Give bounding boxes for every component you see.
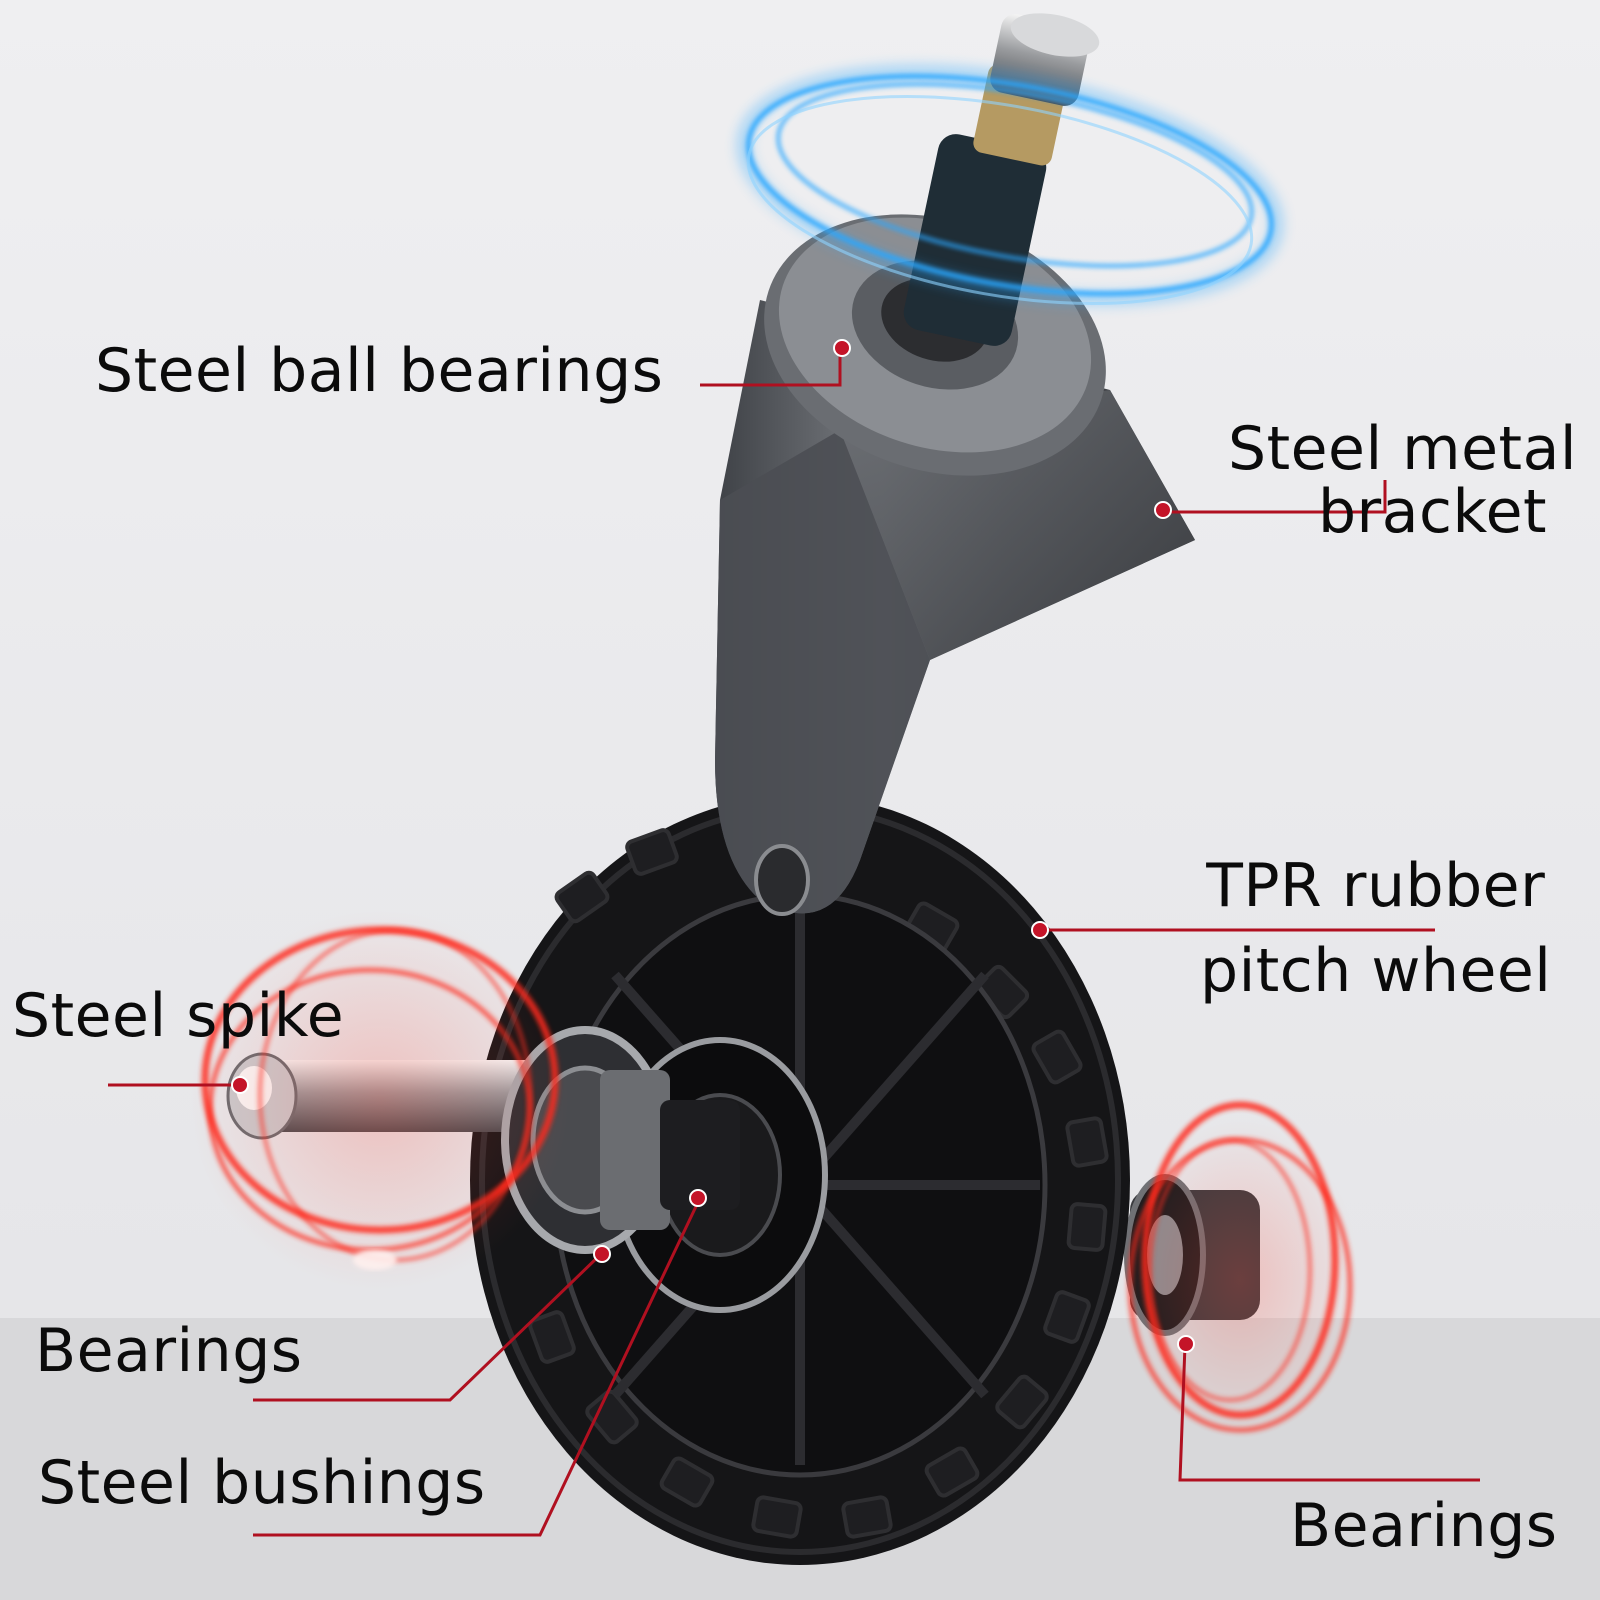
- label-steel-spike: Steel spike: [12, 981, 345, 1051]
- leader-steel-ball-bearings: [700, 350, 842, 387]
- leader-bearings-left: [253, 1253, 602, 1402]
- label-tpr-line2: pitch wheel: [1200, 936, 1552, 1006]
- leader-steel-bushings: [253, 1197, 702, 1537]
- top-spin-icon: [736, 64, 1284, 306]
- label-bearings-right: Bearings: [1290, 1491, 1558, 1561]
- label-tpr-rubber-pitch-wheel: TPR rubber pitch wheel: [1200, 855, 1551, 1003]
- label-bearings-left: Bearings: [35, 1316, 303, 1386]
- label-steel-ball-bearings: Steel ball bearings: [95, 336, 664, 406]
- label-steel-metal-bracket: Steel metal bracket: [1228, 418, 1577, 544]
- left-spin-icon: [190, 910, 570, 1290]
- leader-lines: [108, 350, 1480, 1537]
- leader-bearings-right: [1178, 1344, 1480, 1482]
- label-steel-metal-bracket-line2: bracket: [1317, 477, 1548, 547]
- right-spin-icon: [1120, 1101, 1360, 1440]
- label-steel-metal-bracket-line1: Steel metal: [1228, 414, 1578, 484]
- label-tpr-line1: TPR rubber: [1206, 851, 1546, 921]
- leader-dots: [231, 339, 1195, 1353]
- label-steel-bushings: Steel bushings: [38, 1448, 486, 1518]
- leader-steel-metal-bracket: [1165, 480, 1387, 514]
